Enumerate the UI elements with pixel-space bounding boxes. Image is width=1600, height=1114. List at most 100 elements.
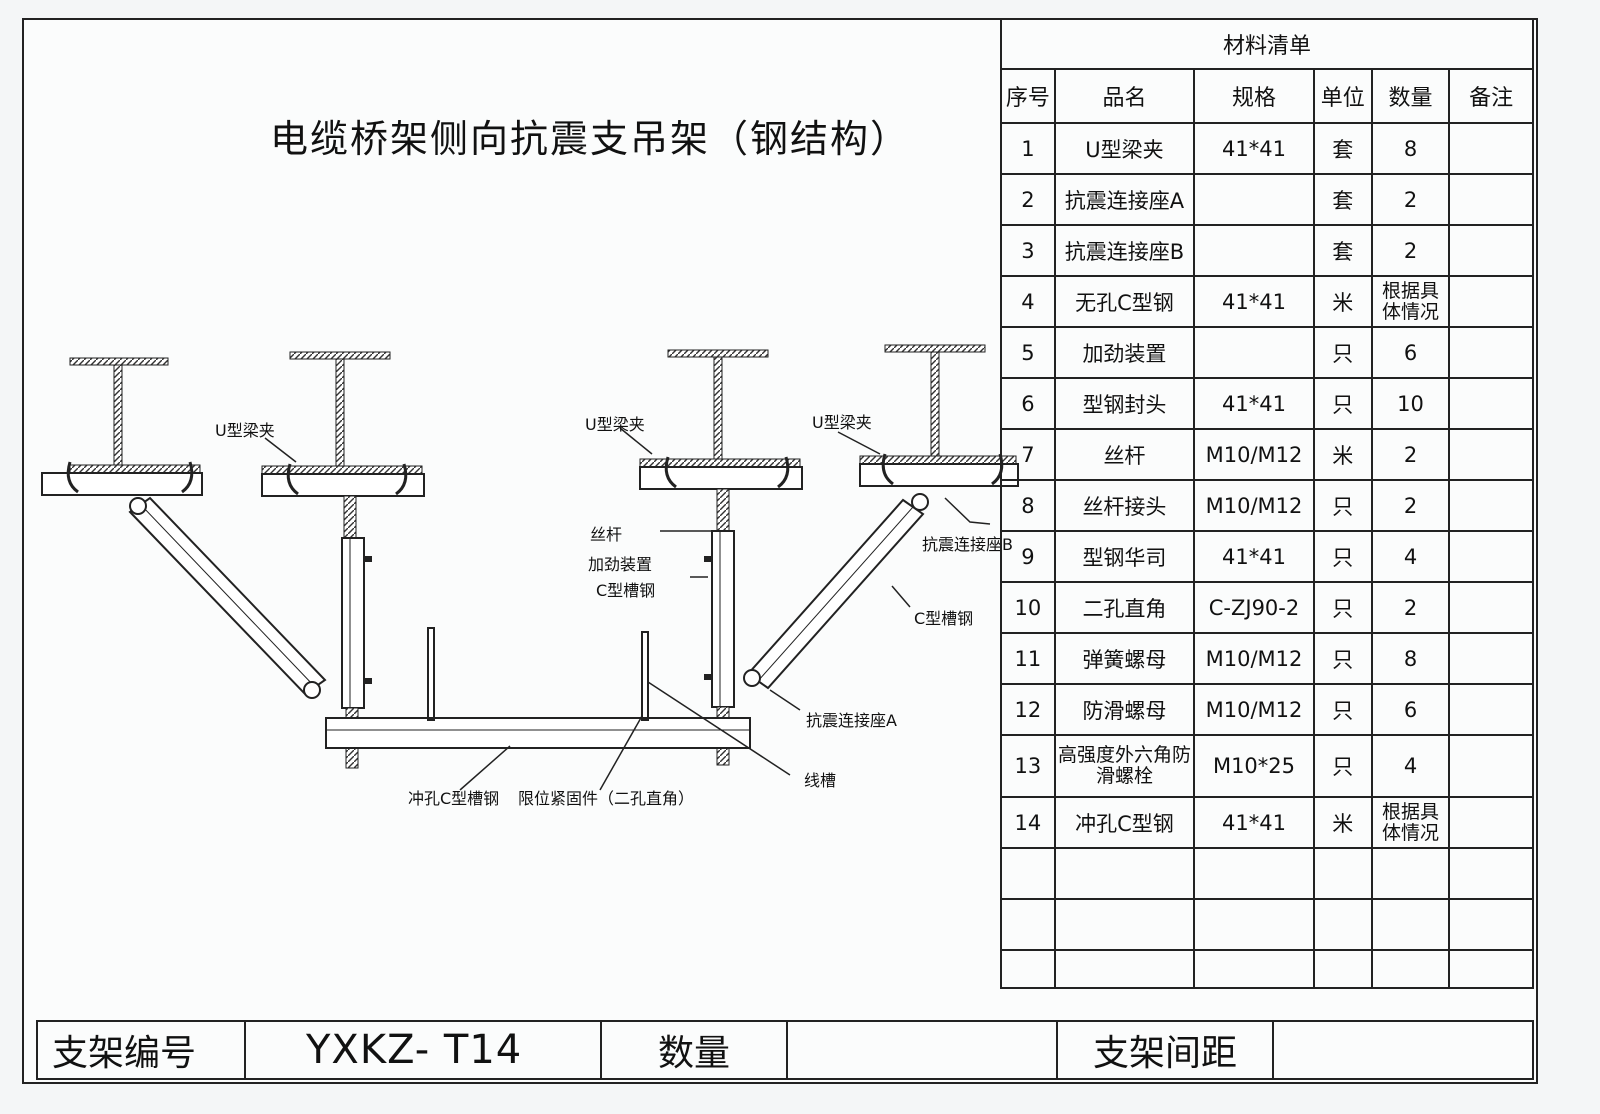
table-row: 3 抗震连接座B 套 2 <box>1000 224 1534 277</box>
cell-unit: 只 <box>1312 326 1373 379</box>
col-header-spec: 规格 <box>1193 68 1315 124</box>
table-row: 11 弹簧螺母 M10/M12 只 8 <box>1000 632 1534 685</box>
bottom-punched-channel <box>325 717 751 749</box>
table-row: 12 防滑螺母 M10/M12 只 6 <box>1000 683 1534 736</box>
cell-note <box>1448 173 1534 226</box>
cell-unit: 米 <box>1312 796 1373 849</box>
cell-no: 14 <box>1000 796 1056 849</box>
table-row: 4 无孔C型钢 41*41 米 根据具体情况 <box>1000 275 1534 328</box>
label-u-clamp-1: U型梁夹 <box>215 421 275 440</box>
cell-spec <box>1193 173 1315 226</box>
cell-no: 13 <box>1000 734 1056 798</box>
table-row: 13 高强度外六角防滑螺栓 M10*25 只 4 <box>1000 734 1534 798</box>
clamp-plates <box>41 463 1019 497</box>
i-beam-1 <box>69 357 201 474</box>
cell-spec: 41*41 <box>1193 796 1315 849</box>
spacing-value <box>1272 1020 1534 1080</box>
cell-spec: M10/M12 <box>1193 428 1315 481</box>
cell-unit: 套 <box>1312 122 1373 175</box>
col-header-note: 备注 <box>1448 68 1534 124</box>
cell-note <box>1448 428 1534 481</box>
quantity-label: 数量 <box>600 1020 788 1080</box>
label-u-clamp-3: U型梁夹 <box>812 413 872 432</box>
cell-note <box>1448 796 1534 849</box>
cell-qty: 2 <box>1370 224 1451 277</box>
table-row-empty <box>1000 898 1534 951</box>
cell-note <box>1448 581 1534 634</box>
cell-unit: 米 <box>1312 275 1373 328</box>
cell-name: 无孔C型钢 <box>1053 275 1196 328</box>
cell-name: 丝杆 <box>1053 428 1196 481</box>
cell-no: 11 <box>1000 632 1056 685</box>
cell-spec: M10/M12 <box>1193 479 1315 532</box>
cell-note <box>1448 377 1534 430</box>
label-seismic-seat-a: 抗震连接座A <box>806 711 897 730</box>
cell-unit: 套 <box>1312 224 1373 277</box>
cell-spec <box>1193 224 1315 277</box>
cell-name: U型梁夹 <box>1053 122 1196 175</box>
cell-qty: 8 <box>1370 632 1451 685</box>
cell-qty: 8 <box>1370 122 1451 175</box>
cell-no: 2 <box>1000 173 1056 226</box>
label-stiffener: 加劲装置 <box>588 555 652 574</box>
cell-no: 5 <box>1000 326 1056 379</box>
cell-name: 高强度外六角防滑螺栓 <box>1053 734 1196 798</box>
cell-spec: M10/M12 <box>1193 683 1315 736</box>
cell-qty: 2 <box>1370 581 1451 634</box>
cell-name: 弹簧螺母 <box>1053 632 1196 685</box>
cell-name: 二孔直角 <box>1053 581 1196 634</box>
col-header-unit: 单位 <box>1312 68 1373 124</box>
cell-unit: 只 <box>1312 581 1373 634</box>
cell-unit: 只 <box>1312 530 1373 583</box>
label-c-channel-left: C型槽钢 <box>596 581 655 600</box>
cell-name: 型钢华司 <box>1053 530 1196 583</box>
leader-lines <box>264 427 991 791</box>
cell-spec: M10/M12 <box>1193 632 1315 685</box>
col-header-no: 序号 <box>1000 68 1056 124</box>
cell-qty: 4 <box>1370 734 1451 798</box>
cell-note <box>1448 479 1534 532</box>
cell-spec: C-ZJ90-2 <box>1193 581 1315 634</box>
table-header-row: 序号 品名 规格 单位 数量 备注 <box>1000 68 1534 124</box>
cell-no: 12 <box>1000 683 1056 736</box>
cell-no: 10 <box>1000 581 1056 634</box>
diagonal-brace-left <box>128 496 327 699</box>
table-row: 2 抗震连接座A 套 2 <box>1000 173 1534 226</box>
cell-unit: 只 <box>1312 632 1373 685</box>
cell-unit: 只 <box>1312 734 1373 798</box>
bracket-number-value: YXKZ- T14 <box>244 1020 602 1080</box>
cell-spec: 41*41 <box>1193 530 1315 583</box>
cell-unit: 米 <box>1312 428 1373 481</box>
table-row: 8 丝杆接头 M10/M12 只 2 <box>1000 479 1534 532</box>
cell-spec: 41*41 <box>1193 275 1315 328</box>
title-block: 支架编号 YXKZ- T14 数量 支架间距 <box>36 1020 1534 1080</box>
cell-spec: 41*41 <box>1193 377 1315 430</box>
bracket-number-label: 支架编号 <box>36 1020 246 1080</box>
i-beam-2 <box>261 351 423 475</box>
table-row-empty <box>1000 949 1534 989</box>
cell-qty: 根据具体情况 <box>1370 796 1451 849</box>
cell-no: 1 <box>1000 122 1056 175</box>
cell-spec: 41*41 <box>1193 122 1315 175</box>
cell-name: 型钢封头 <box>1053 377 1196 430</box>
cell-no: 4 <box>1000 275 1056 328</box>
drawing-title: 电缆桥架侧向抗震支吊架（钢结构） <box>270 117 911 161</box>
label-c-channel-right: C型槽钢 <box>914 609 973 628</box>
cell-name: 丝杆接头 <box>1053 479 1196 532</box>
table-row: 9 型钢华司 41*41 只 4 <box>1000 530 1534 583</box>
table-row: 6 型钢封头 41*41 只 10 <box>1000 377 1534 430</box>
cell-qty: 根据具体情况 <box>1370 275 1451 328</box>
quantity-value <box>786 1020 1058 1080</box>
cell-name: 抗震连接座A <box>1053 173 1196 226</box>
cell-unit: 只 <box>1312 479 1373 532</box>
label-limit-fastener: 限位紧固件（二孔直角） <box>518 789 694 808</box>
cell-unit: 套 <box>1312 173 1373 226</box>
cell-no: 6 <box>1000 377 1056 430</box>
cell-note <box>1448 326 1534 379</box>
col-header-name: 品名 <box>1053 68 1196 124</box>
table-row: 14 冲孔C型钢 41*41 米 根据具体情况 <box>1000 796 1534 849</box>
table-row: 10 二孔直角 C-ZJ90-2 只 2 <box>1000 581 1534 634</box>
diagonal-brace-right <box>743 493 929 690</box>
i-beam-4 <box>859 344 1017 465</box>
cell-note <box>1448 275 1534 328</box>
